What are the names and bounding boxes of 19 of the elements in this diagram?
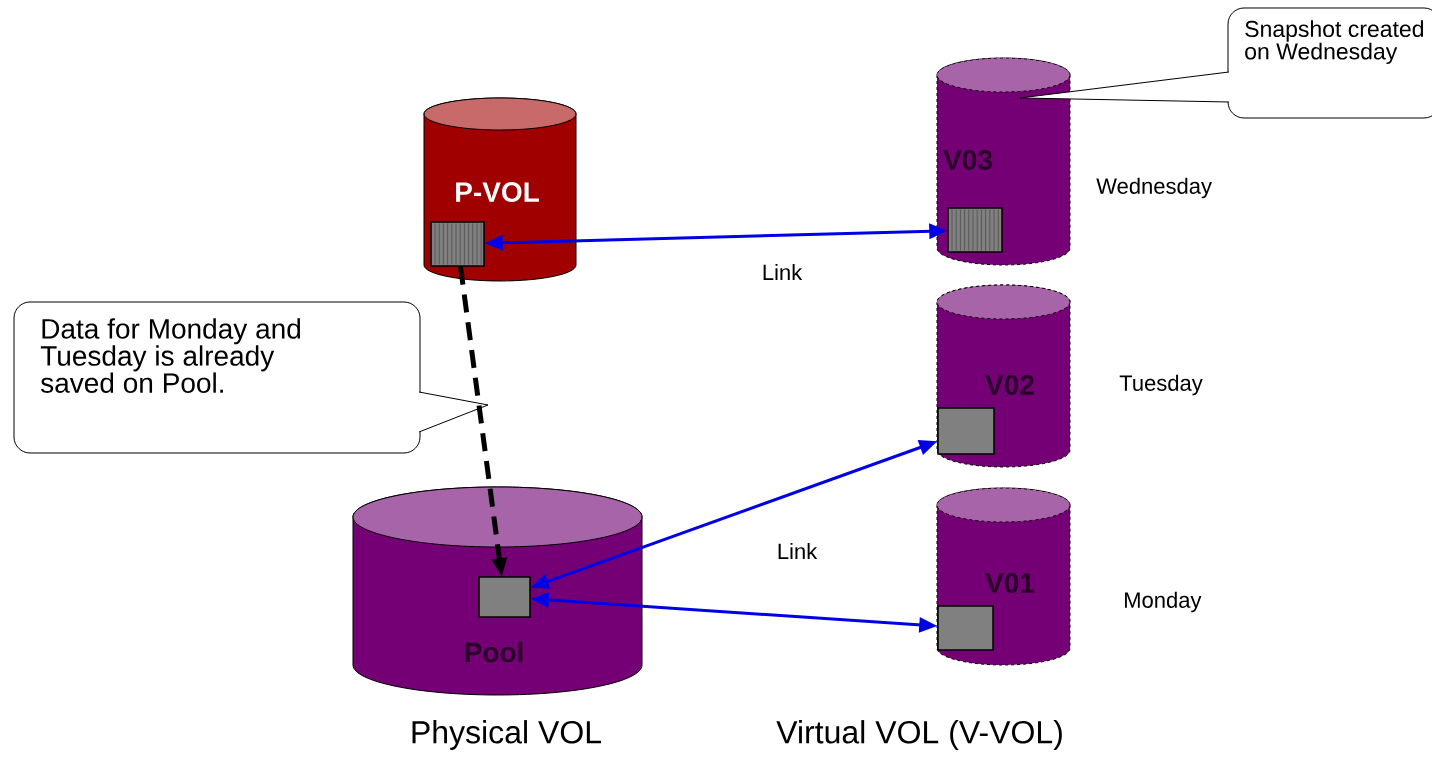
caption-label: Virtual VOL (V-VOL) [776, 720, 1062, 750]
data-block [947, 207, 1003, 253]
data-block [430, 221, 485, 267]
edge-label: Link [774, 541, 820, 561]
day-label: Wednesday [1096, 177, 1212, 199]
data-block [478, 576, 531, 618]
arrow [458, 266, 508, 577]
cylinder: Pool [352, 486, 643, 696]
caption-label: Physical VOL [412, 720, 601, 750]
day-label: Monday [1125, 591, 1202, 613]
data-block [937, 605, 994, 651]
arrow [530, 592, 938, 633]
callout: Snapshot created on Wednesday [1019, 7, 1432, 119]
edge-label: Link [759, 262, 805, 282]
callout: Data for Monday and Tuesday is already saved on Pool. [13, 301, 489, 454]
arrow [484, 223, 948, 251]
arrow [530, 439, 938, 589]
data-block [937, 407, 995, 455]
day-label: Tuesday [1119, 374, 1203, 396]
